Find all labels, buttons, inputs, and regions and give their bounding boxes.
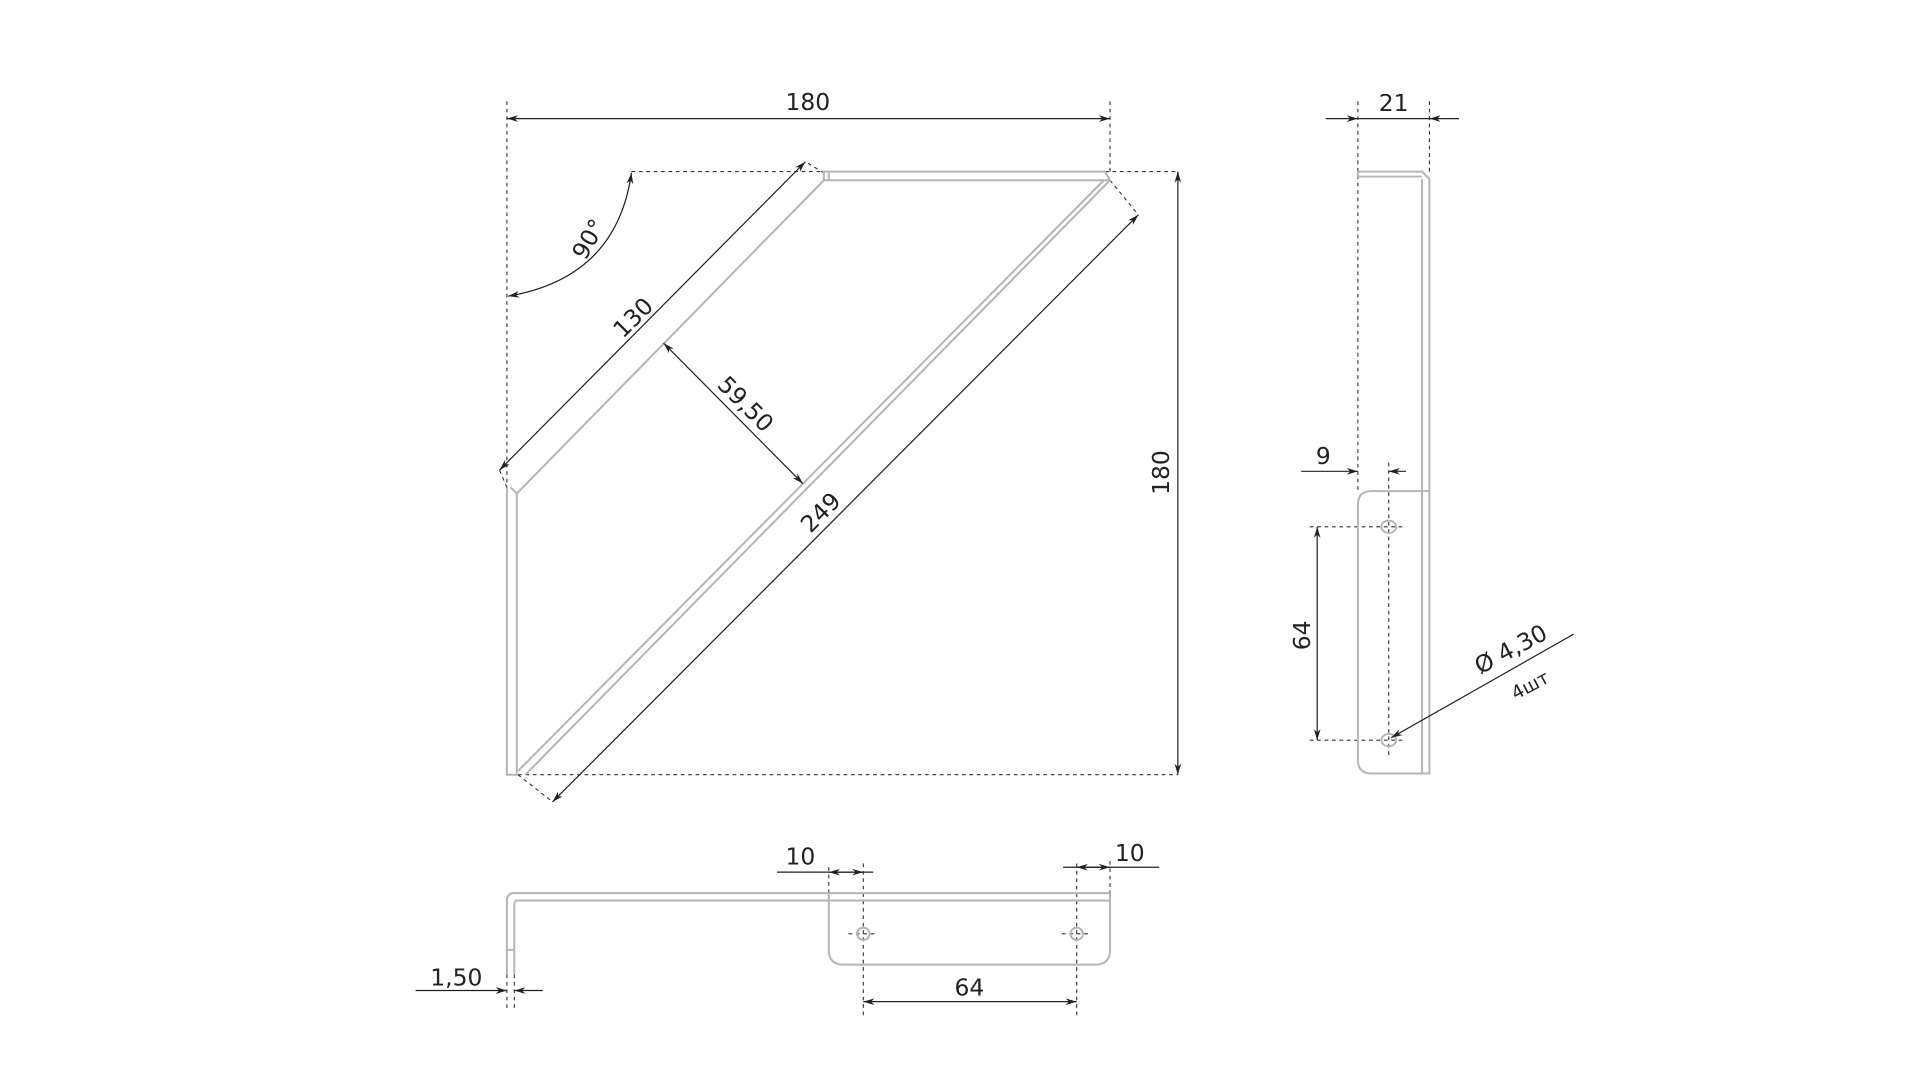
dim-angle: [508, 172, 634, 298]
dim-angle-label: 90°: [566, 214, 611, 264]
dim-depth-label: 59,50: [712, 370, 779, 437]
hole-icon: [1380, 519, 1398, 534]
dim-width-label: 180: [785, 88, 830, 116]
dim-hole-offset-label: 9: [1316, 442, 1331, 470]
dim-diagonal-label: 249: [795, 487, 846, 538]
bottom-view: 10 10 64 1,50: [415, 839, 1160, 1018]
side-view: 21 9 64 Ø 4,30 4шт: [1288, 89, 1575, 775]
hole-icon: [1380, 733, 1398, 748]
hole-count-label: 4шт: [1508, 667, 1553, 704]
dim-height-label: 180: [1147, 450, 1175, 495]
hole-icon: [1069, 926, 1084, 941]
bracket-outline: [505, 170, 1112, 776]
front-view: 180 180 130 59,50 249 90°: [498, 88, 1182, 803]
dim-hole-spacing-label: 64: [1288, 620, 1316, 650]
dim-right-margin-label: 10: [1115, 839, 1145, 867]
leader-line: [1390, 633, 1575, 739]
dim-edge-label: 130: [607, 292, 658, 343]
dim-depth: [663, 342, 804, 485]
dim-left-margin-label: 10: [786, 843, 816, 871]
dim-thickness-label: 1,50: [430, 964, 482, 992]
dim-bottom-hole-spacing-label: 64: [954, 973, 984, 1001]
dim-diagonal: [552, 214, 1139, 803]
hole-icon: [856, 926, 871, 941]
dim-side-width-label: 21: [1379, 89, 1409, 117]
